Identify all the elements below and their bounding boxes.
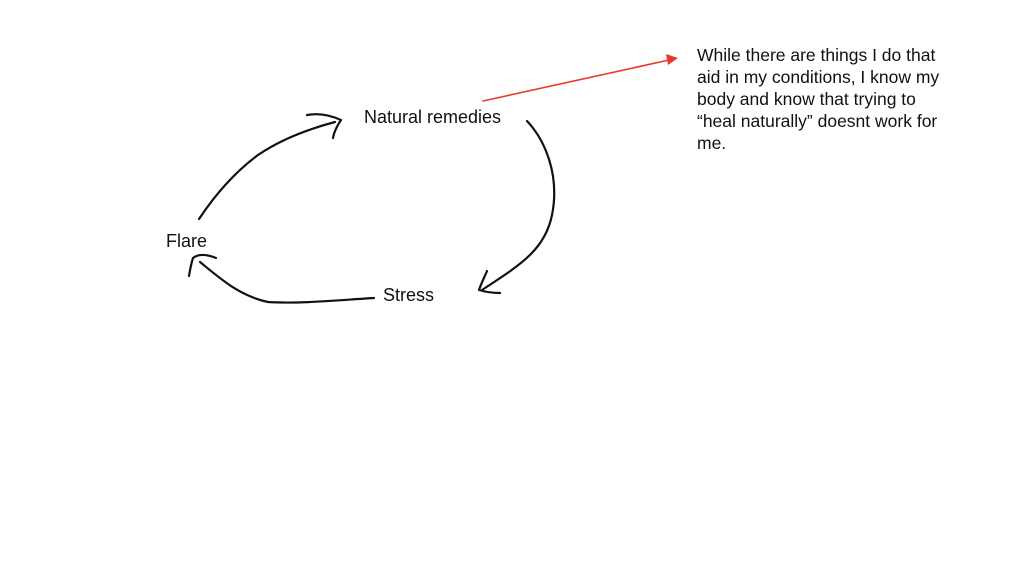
annotation-line: me. bbox=[697, 133, 727, 153]
arrowhead-natural-remedies bbox=[305, 113, 343, 140]
arrowhead-stress bbox=[477, 269, 502, 295]
annotation-line: “heal naturally” doesnt work for bbox=[697, 111, 938, 131]
annotation-note: While there are things I do that aid in … bbox=[697, 44, 997, 154]
node-flare: Flare bbox=[166, 231, 208, 251]
arrowhead-note bbox=[666, 54, 678, 65]
arrow-natural-remedies-to-stress bbox=[480, 119, 556, 292]
annotation-line: While there are things I do that bbox=[697, 45, 936, 65]
arrow-flare-to-natural-remedies bbox=[197, 120, 337, 221]
arrowhead-flare bbox=[187, 253, 218, 278]
node-stress: Stress bbox=[383, 285, 435, 305]
annotation-line: body and know that trying to bbox=[697, 89, 916, 109]
annotation-line: aid in my conditions, I know my bbox=[697, 67, 940, 87]
node-natural-remedies: Natural remedies bbox=[364, 107, 502, 127]
arrow-stress-to-flare bbox=[198, 260, 376, 304]
arrow-natural-remedies-to-note bbox=[482, 59, 670, 102]
